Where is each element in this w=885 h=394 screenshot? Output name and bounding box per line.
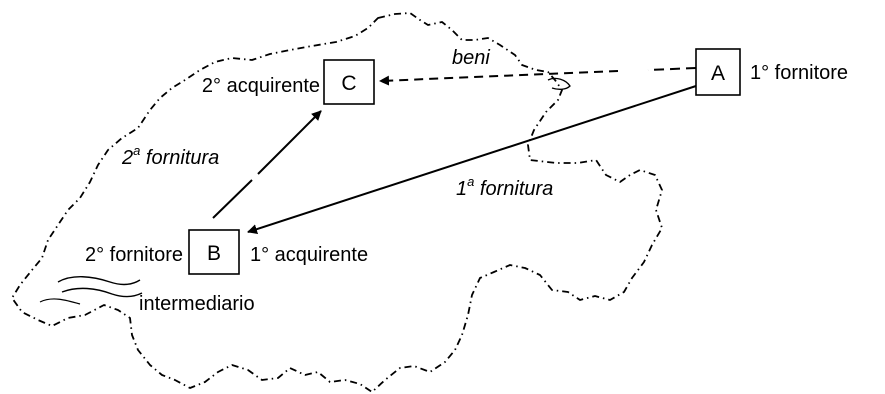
node-c-letter: C [341, 72, 356, 95]
node-b-label-left: 2° fornitore [85, 244, 183, 266]
second-supply-sup: a [133, 143, 140, 158]
lake-constance [547, 77, 571, 90]
node-b-box [188, 229, 240, 275]
node-b-label-below: intermediario [139, 293, 255, 315]
first-supply-sup: a [467, 174, 474, 189]
node-a-box [695, 48, 741, 96]
lake-squiggle-1 [57, 276, 141, 286]
node-a-letter: A [711, 62, 725, 85]
lake-squiggle-2 [61, 287, 143, 298]
country-border-outline [11, 12, 663, 393]
first-supply-text: fornitura [474, 178, 553, 200]
first-supply-arrow [247, 85, 697, 234]
node-c-label: 2° acquirente [202, 75, 320, 97]
second-supply-arrow [257, 110, 322, 175]
goods-dashed-line [647, 67, 697, 71]
first-supply-label: 1a fornitura [456, 174, 553, 200]
node-c: C [323, 59, 375, 105]
node-a: A [695, 48, 741, 96]
first-supply-number: 1 [456, 178, 467, 200]
node-c-box [323, 59, 375, 105]
goods-edge-label: beni [452, 47, 490, 69]
goods-dashed-arrow [379, 70, 619, 86]
node-b-letter: B [207, 242, 221, 265]
lake-squiggle-3 [39, 298, 81, 305]
second-supply-text: fornitura [140, 147, 219, 169]
node-b-label-right: 1° acquirente [250, 244, 368, 266]
node-a-label: 1° fornitore [750, 62, 848, 84]
second-supply-line-lower [212, 179, 253, 219]
second-supply-label: 2a fornitura [121, 143, 219, 169]
node-b: B [188, 229, 240, 275]
second-supply-number: 2 [121, 147, 133, 169]
